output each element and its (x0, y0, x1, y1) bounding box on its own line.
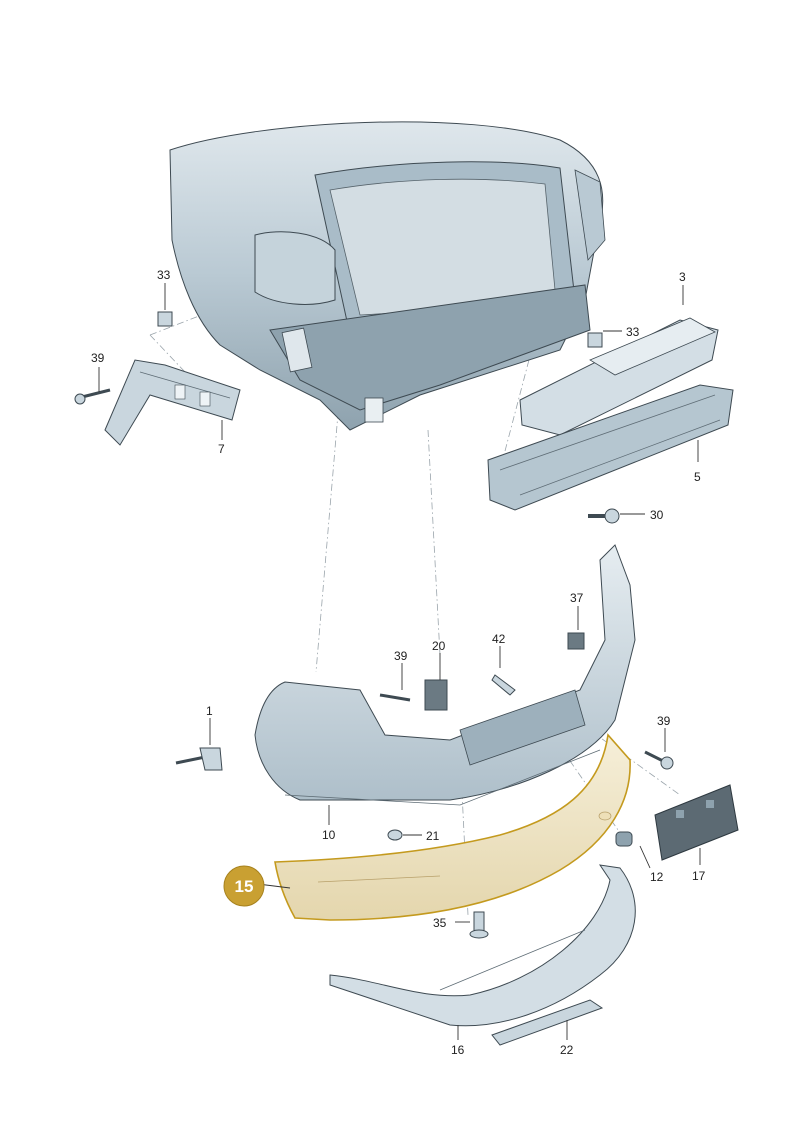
part-7-side-bracket (104, 359, 241, 446)
part-16-diffuser (329, 864, 636, 1027)
label-37: 37 (570, 591, 584, 605)
part-number-labels: 33 39 7 3 33 5 30 37 20 39 42 1 39 10 21… (91, 268, 706, 1057)
label-20: 20 (432, 639, 446, 653)
vehicle-rear-body (169, 121, 606, 431)
label-3: 3 (679, 270, 686, 284)
label-10: 10 (322, 828, 336, 842)
label-12: 12 (650, 870, 664, 884)
label-22: 22 (560, 1043, 574, 1057)
part-22-trim-strip (491, 999, 604, 1046)
part-15-lower-trim-highlighted[interactable] (274, 733, 631, 921)
label-33-right: 33 (626, 325, 640, 339)
callout-number: 15 (235, 877, 254, 896)
part-5-bumper-carrier (487, 384, 734, 511)
label-33-left: 33 (157, 268, 171, 282)
label-16: 16 (451, 1043, 465, 1057)
part-17-license-plate-holder (654, 784, 739, 861)
callout-badge-15[interactable]: 15 (223, 865, 265, 907)
part-10-bumper-cover (254, 544, 636, 806)
small-parts (74, 311, 674, 939)
part-3-upper-absorber (519, 317, 719, 436)
label-39-left: 39 (91, 351, 105, 365)
label-21: 21 (426, 829, 440, 843)
label-5: 5 (694, 470, 701, 484)
label-1: 1 (206, 704, 213, 718)
label-30: 30 (650, 508, 664, 522)
label-39-right: 39 (657, 714, 671, 728)
label-35: 35 (433, 916, 447, 930)
label-39-mid: 39 (394, 649, 408, 663)
label-17: 17 (692, 869, 706, 883)
label-7: 7 (218, 442, 225, 456)
label-42: 42 (492, 632, 506, 646)
